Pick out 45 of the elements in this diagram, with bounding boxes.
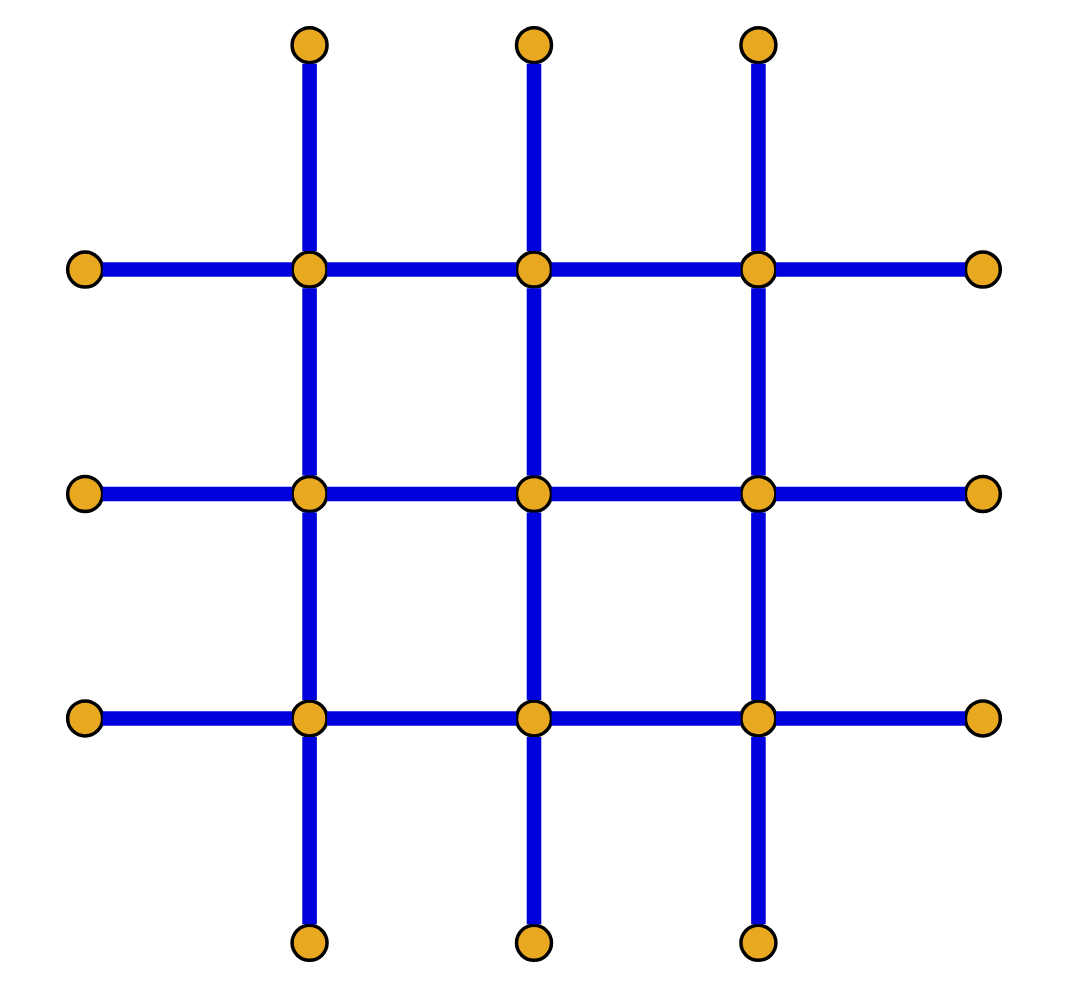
connector	[301, 737, 316, 925]
connector	[750, 737, 765, 925]
connector	[525, 288, 541, 476]
connector	[550, 711, 740, 726]
connector	[101, 711, 291, 726]
node-circle	[738, 474, 777, 514]
node-circle	[289, 474, 328, 514]
node-circle	[289, 699, 328, 738]
connector	[301, 288, 316, 476]
connector	[301, 512, 316, 700]
connector	[326, 711, 516, 726]
node-circle	[289, 25, 328, 65]
node-circle	[513, 250, 553, 289]
connector	[774, 711, 965, 726]
connector	[525, 63, 541, 252]
connector	[326, 486, 516, 502]
node-circle	[962, 474, 1002, 514]
node-circle	[64, 474, 104, 514]
node-circle	[513, 474, 553, 514]
connector	[525, 737, 541, 925]
node-circle	[962, 250, 1002, 289]
node-circle	[513, 923, 553, 963]
connector	[750, 63, 765, 252]
node-circle	[513, 699, 553, 738]
connector	[550, 262, 740, 277]
connector	[750, 512, 765, 700]
node-circle	[289, 250, 328, 289]
connector	[101, 262, 291, 277]
connector	[774, 262, 965, 277]
connector	[750, 288, 765, 476]
node-circle	[738, 25, 777, 65]
node-circle	[738, 923, 777, 963]
connector	[774, 486, 965, 502]
node-circle	[64, 250, 104, 289]
connector	[301, 63, 316, 252]
node-circle	[738, 250, 777, 289]
connector	[525, 512, 541, 700]
node-circle	[513, 25, 553, 65]
connector	[550, 486, 740, 502]
connector	[101, 486, 291, 502]
connector	[326, 262, 516, 277]
node-circle	[64, 699, 104, 738]
node-circle	[738, 699, 777, 738]
node-circle	[289, 923, 328, 963]
node-circle	[962, 699, 1002, 738]
